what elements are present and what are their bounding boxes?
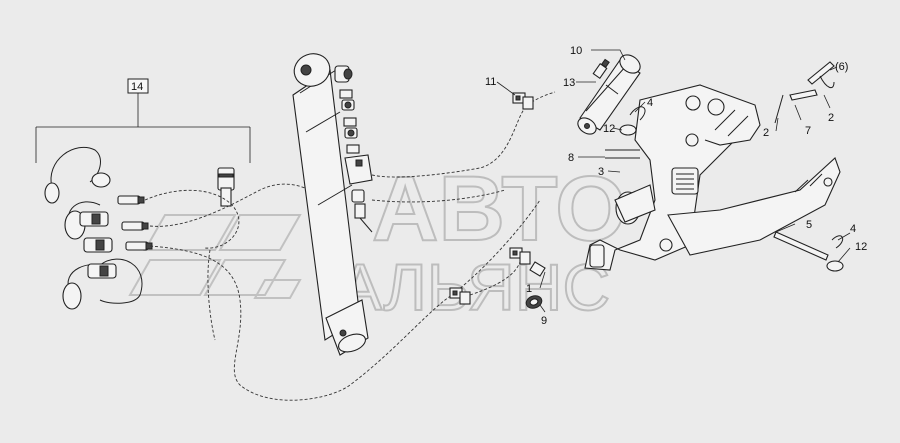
hitch-vent-grille [671, 167, 699, 195]
quick-coupler-assembly [44, 146, 235, 310]
callout-4-upper: 4 [647, 97, 653, 109]
callout-14-label: 14 [131, 81, 143, 93]
callout-12-lower: 12 [855, 241, 867, 253]
callout-8: 8 [568, 152, 574, 164]
pins-and-clips [619, 61, 844, 272]
clip-4-upper [629, 106, 646, 121]
connector-block-11 [512, 92, 534, 110]
callout-9: 9 [541, 315, 547, 327]
callout-labels: 10 11 13 4 12 8 3 (6) 2 7 2 5 4 12 1 9 [485, 45, 867, 327]
clip-12-lower [826, 260, 844, 272]
fitting-1 [529, 261, 546, 277]
callout-13: 13 [563, 77, 575, 89]
callout-2-left: 2 [763, 127, 769, 139]
spring-9 [525, 295, 543, 309]
pin-6 [807, 61, 835, 89]
small-cylinder [577, 54, 641, 135]
watermark-word-2: АЛЬЯНС [338, 250, 610, 324]
pin-5 [773, 231, 829, 261]
callout-7: 7 [805, 125, 811, 137]
callout-10: 10 [570, 45, 582, 57]
watermark-logo: АВТО АЛЬЯНС [128, 157, 628, 325]
hitch-frame [584, 84, 841, 271]
callout-5: 5 [806, 219, 812, 231]
callout-6: (6) [835, 61, 848, 73]
watermark-word-1: АВТО [372, 158, 627, 260]
callout-12-upper: 12 [603, 123, 615, 135]
connector-blocks [449, 92, 546, 309]
callout-3: 3 [598, 166, 604, 178]
callout-11: 11 [485, 76, 496, 88]
callout-2-right: 2 [828, 112, 834, 124]
clip-12-upper [619, 124, 637, 136]
hydraulic-hoses [144, 91, 556, 401]
callout-14-group: 14 [35, 78, 251, 163]
fittings-stack [334, 65, 373, 233]
connector-block-low [449, 287, 471, 305]
pin-7 [774, 89, 818, 124]
clip-4-lower [831, 235, 844, 249]
callout-1: 1 [526, 283, 532, 295]
leader-lines [496, 49, 851, 313]
main-cylinder [292, 53, 369, 356]
connector-block-mid [509, 247, 531, 265]
callout-4-lower: 4 [850, 223, 856, 235]
